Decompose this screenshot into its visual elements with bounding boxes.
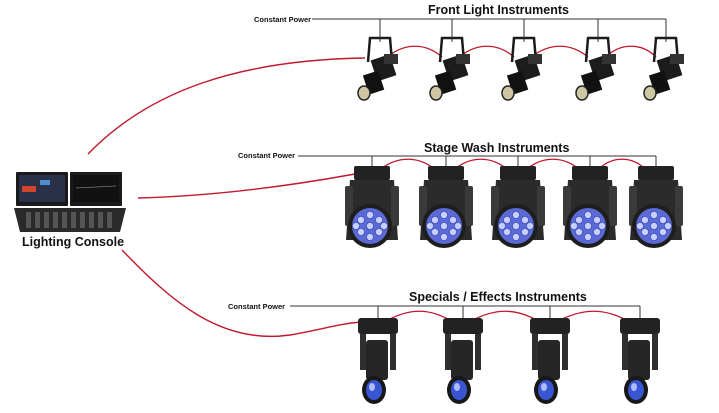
- console-label: Lighting Console: [22, 235, 125, 249]
- power-label-specials-effects: Constant Power: [228, 302, 286, 311]
- dmx-chain-specials-effects: [387, 310, 631, 323]
- moving-head-wash-icon: [345, 166, 399, 248]
- row-title-stage-wash: Stage Wash Instruments: [424, 141, 570, 155]
- power-label-front-light: Constant Power: [254, 15, 312, 24]
- dmx-chain-front-light: [389, 45, 657, 58]
- row-title-front-light: Front Light Instruments: [428, 3, 569, 17]
- power-line-front-light: [312, 18, 667, 42]
- dmx-cables: [87, 57, 367, 337]
- dmx-cable-stage-wash: [137, 173, 356, 199]
- dmx-cable-specials: [121, 249, 367, 337]
- ellipsoidal-spotlight-icon: [643, 36, 684, 101]
- moving-head-spot-icon: [620, 318, 660, 404]
- ellipsoidal-spotlight-icon: [429, 36, 470, 101]
- ellipsoidal-spotlight-icon: [501, 36, 542, 101]
- dmx-cable-front-light: [87, 57, 366, 155]
- moving-head-wash-icon: [491, 166, 545, 248]
- ellipsoidal-spotlight-icon: [357, 36, 398, 101]
- ellipsoidal-spotlight-icon: [575, 36, 616, 101]
- row-title-specials-effects: Specials / Effects Instruments: [409, 290, 587, 304]
- moving-head-wash-icon: [629, 166, 683, 248]
- power-label-stage-wash: Constant Power: [238, 151, 296, 160]
- moving-head-spot-icon: [530, 318, 570, 404]
- moving-head-spot-icon: [443, 318, 483, 404]
- moving-head-spot-icon: [358, 318, 398, 404]
- power-line-specials-effects: [290, 305, 641, 320]
- lighting-console-icon: [14, 172, 126, 232]
- moving-head-wash-icon: [563, 166, 617, 248]
- moving-head-wash-icon: [419, 166, 473, 248]
